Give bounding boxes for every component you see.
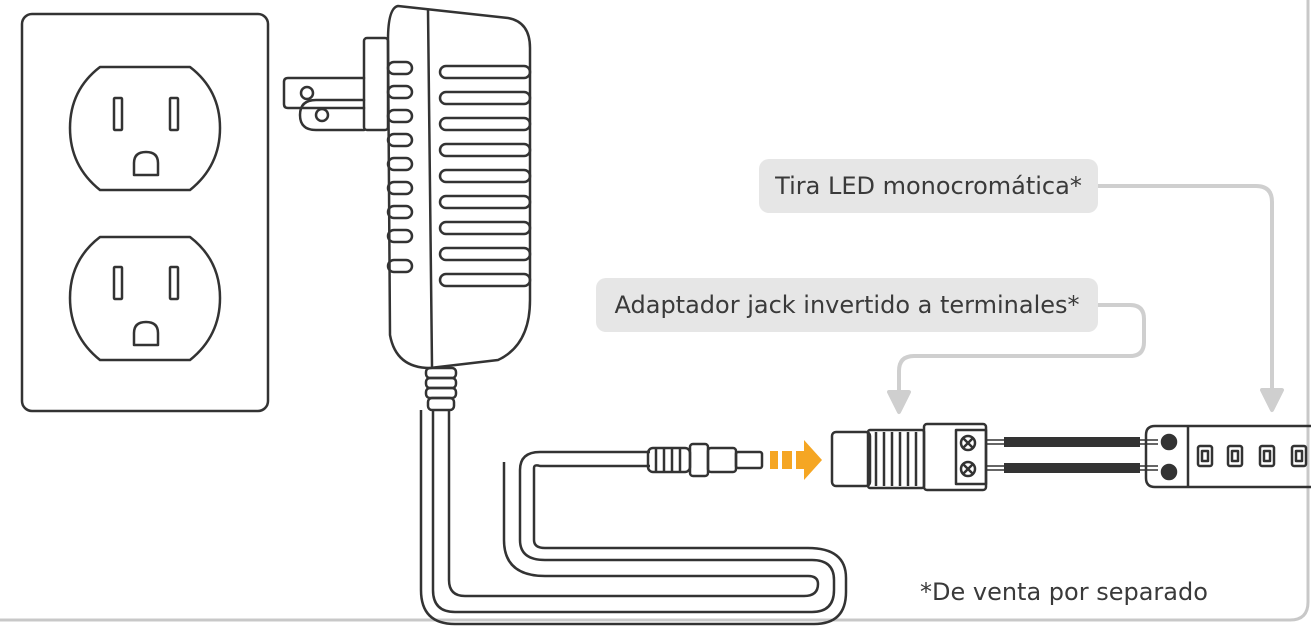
footnote-sold-separately: *De venta por separado <box>920 578 1208 606</box>
power-cable <box>419 410 848 626</box>
leader-line-strip <box>1098 184 1284 412</box>
dc-plug-icon <box>646 442 764 478</box>
power-adapter-icon <box>282 4 532 412</box>
led-strip-icon <box>1144 424 1311 489</box>
wall-outlet-icon <box>20 12 270 413</box>
leader-line-adapter <box>887 303 1146 414</box>
connection-wires <box>1004 437 1158 473</box>
adapter-label: Adaptador jack invertido a terminales* <box>596 278 1098 332</box>
terminal-adapter-icon <box>830 422 1004 492</box>
insert-arrow-icon <box>770 440 822 480</box>
led-strip-label: Tira LED monocromática* <box>759 159 1098 213</box>
